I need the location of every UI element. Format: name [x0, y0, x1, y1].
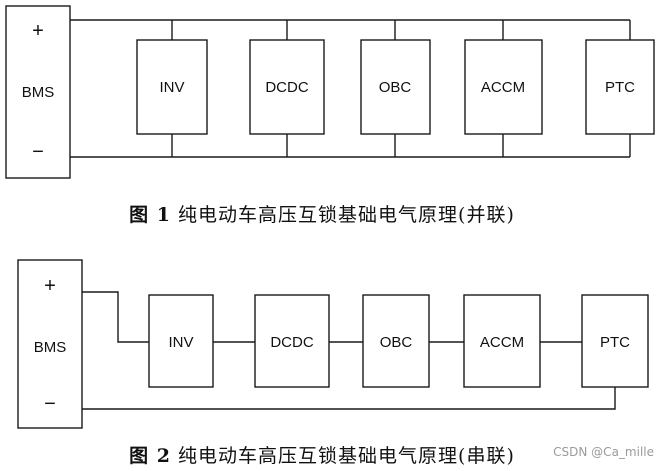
fig2-module-label-accm: ACCM	[480, 334, 524, 351]
figure-2-labels: + BMS − INV DCDC OBC ACCM PTC	[34, 275, 630, 415]
figure-2-series-circuit	[17, 259, 649, 429]
fig2-wire-bms-to-inv	[82, 291, 149, 343]
figure-1-number: 图 1	[129, 204, 171, 226]
figure-1-caption: 图 1 纯电动车高压互锁基础电气原理(并联)	[0, 200, 652, 227]
fig2-module-box-accm	[463, 294, 541, 388]
hvil-circuit-diagrams: + BMS − INV DCDC OBC ACCM PTC	[5, 5, 655, 429]
figure-1-parallel-circuit	[5, 5, 655, 179]
fig2-module-box-inv	[148, 294, 214, 388]
fig2-bms-minus: −	[44, 393, 56, 415]
fig1-module-label-inv: INV	[159, 79, 184, 96]
csdn-watermark: CSDN @Ca_mille	[553, 445, 654, 459]
fig2-wire-ptc-return	[82, 387, 616, 410]
fig1-bms-minus: −	[32, 141, 44, 163]
fig2-bms-label: BMS	[34, 339, 67, 356]
fig1-bms-box	[5, 5, 71, 179]
fig2-module-label-inv: INV	[168, 334, 193, 351]
fig2-module-box-dcdc	[254, 294, 330, 388]
fig1-module-label-obc: OBC	[379, 79, 412, 96]
fig1-bms-plus: +	[32, 20, 44, 42]
fig2-bms-box	[17, 259, 83, 429]
figure-2-number: 图 2	[129, 445, 171, 467]
fig2-module-box-obc	[362, 294, 430, 388]
fig2-bms-plus: +	[44, 275, 56, 297]
fig1-bms-label: BMS	[22, 84, 55, 101]
fig2-module-label-obc: OBC	[380, 334, 413, 351]
figure-2-caption: 图 2 纯电动车高压互锁基础电气原理(串联)	[0, 441, 652, 468]
fig1-module-label-ptc: PTC	[605, 79, 635, 96]
fig2-module-label-dcdc: DCDC	[270, 334, 313, 351]
fig1-module-box-ptc	[585, 39, 655, 135]
fig1-module-label-dcdc: DCDC	[265, 79, 308, 96]
figure-1-labels: + BMS − INV DCDC OBC ACCM PTC	[22, 20, 635, 163]
figure-1-caption-text: 纯电动车高压互锁基础电气原理(并联)	[178, 204, 515, 226]
figure-2-caption-text: 纯电动车高压互锁基础电气原理(串联)	[178, 445, 515, 467]
fig2-module-label-ptc: PTC	[600, 334, 630, 351]
fig1-module-label-accm: ACCM	[481, 79, 525, 96]
